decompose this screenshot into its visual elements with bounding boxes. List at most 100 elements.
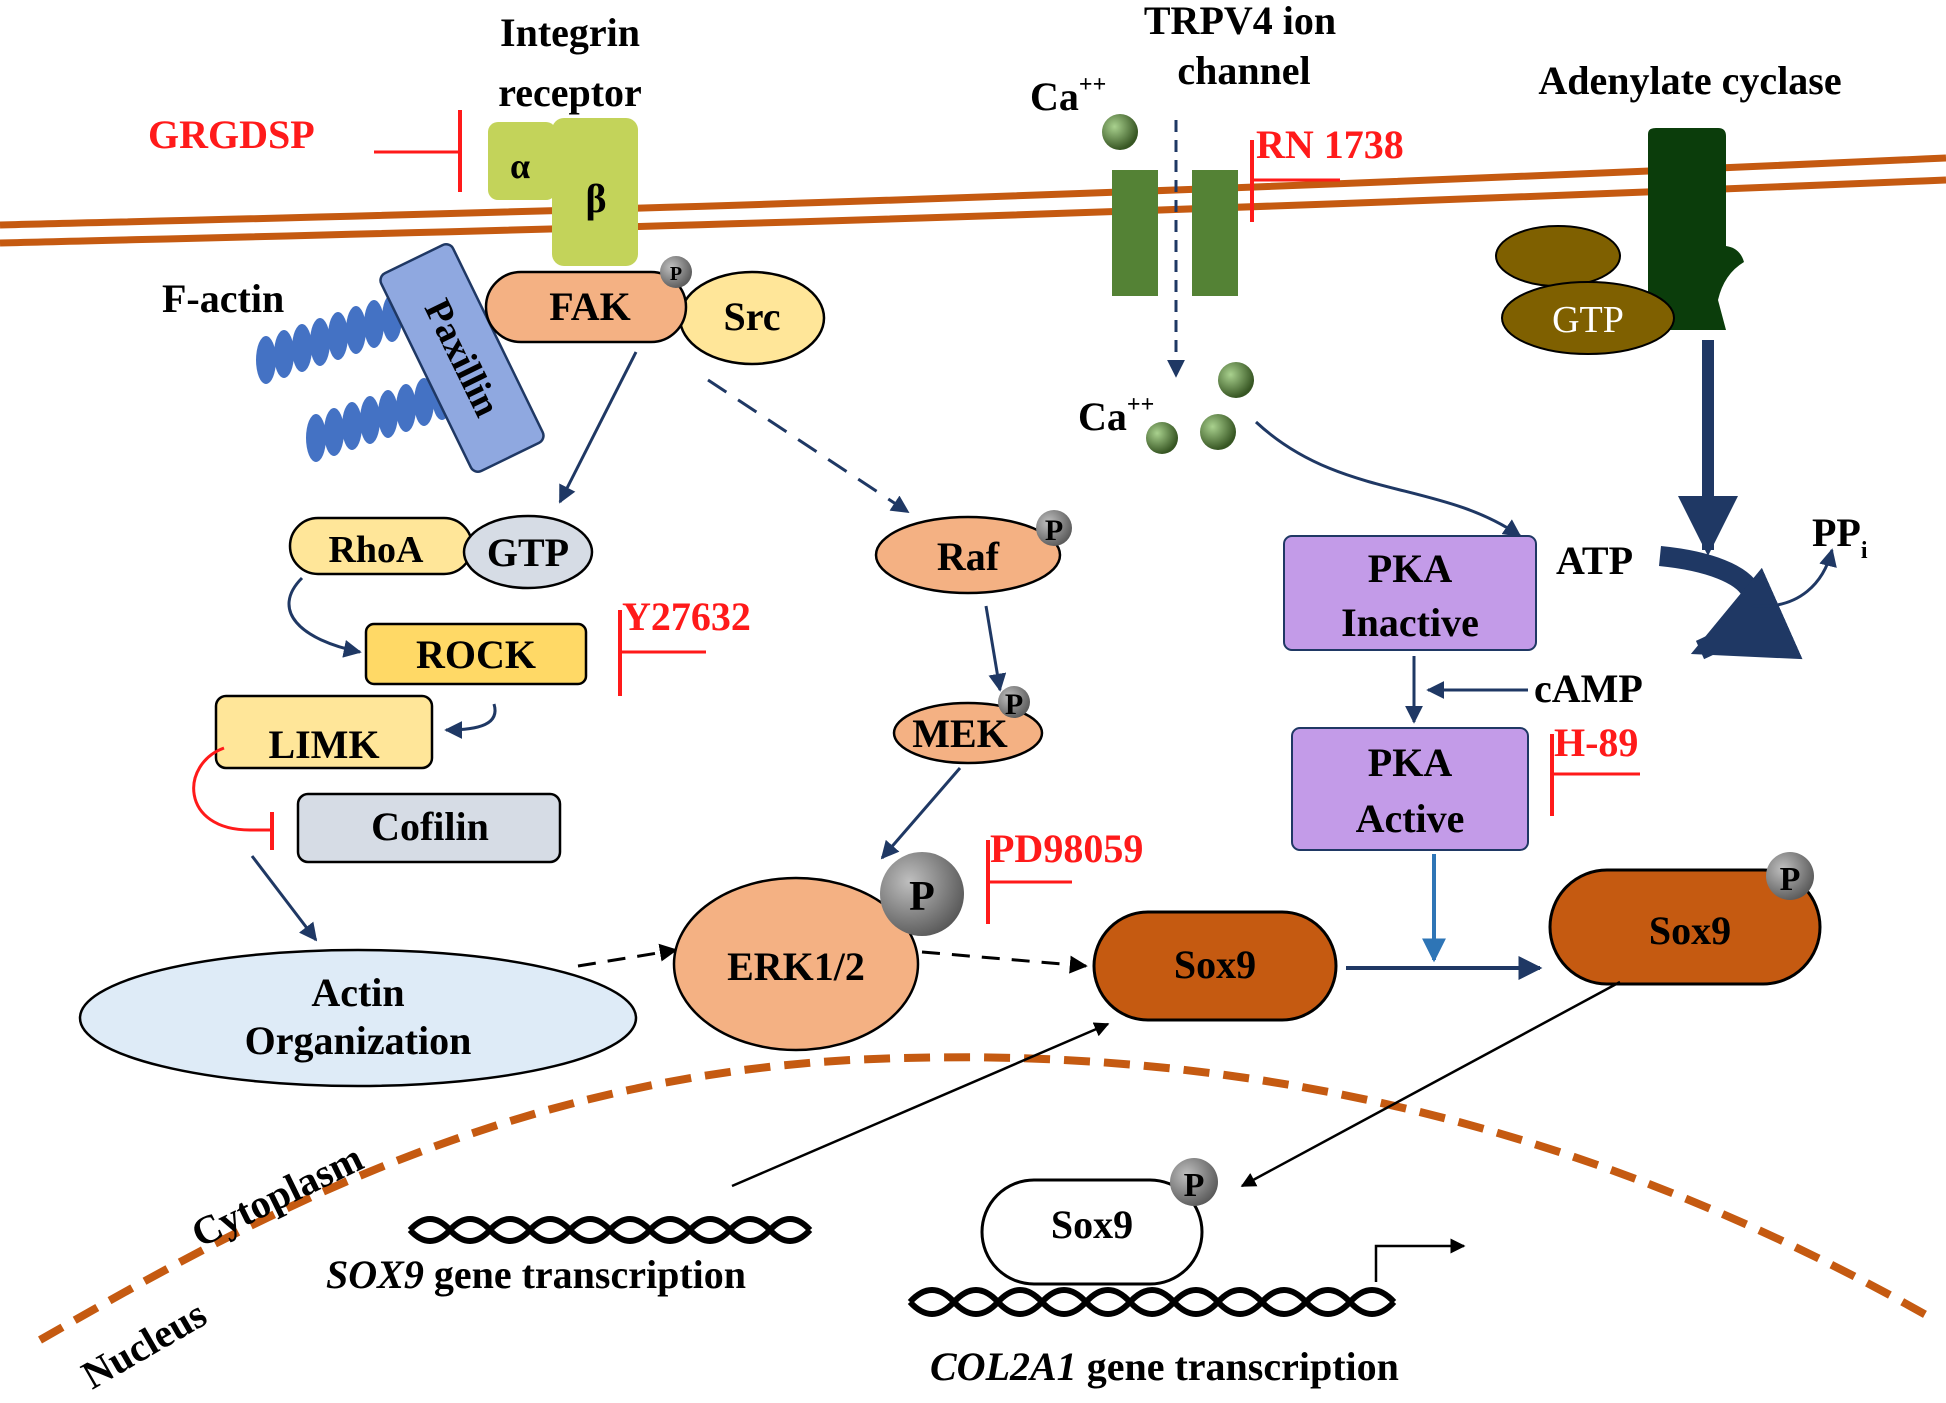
adenylate-cyclase-shape bbox=[1648, 128, 1744, 330]
integrin-label: Integrin bbox=[500, 10, 640, 55]
raf-oval bbox=[874, 515, 1062, 595]
mek-phospho-badge bbox=[998, 686, 1030, 718]
erk-oval bbox=[672, 876, 920, 1052]
arrow-rhoa-to-rock bbox=[287, 576, 362, 658]
actin-org-line2: Organization bbox=[245, 1018, 472, 1063]
trpv4-channel-right bbox=[1192, 170, 1238, 296]
rock-box bbox=[364, 622, 588, 686]
g-protein-top bbox=[1495, 225, 1621, 287]
rn1738-label: RN 1738 bbox=[1256, 122, 1404, 167]
fak-phospho-badge bbox=[660, 256, 692, 288]
adenylate-cyclase-label: Adenylate cyclase bbox=[1538, 58, 1841, 103]
ca-bottom-label: Ca++ bbox=[1078, 392, 1154, 439]
col2a1-gene-transcription: COL2A1 gene transcription bbox=[930, 1344, 1399, 1389]
limk-label: LIMK bbox=[268, 722, 379, 767]
psox9-phospho-label: P bbox=[1780, 861, 1801, 898]
trpv4-label-line1: TRPV4 ion bbox=[1144, 0, 1336, 43]
integrin-alpha-subunit bbox=[488, 122, 556, 200]
atp-to-camp-curve bbox=[1659, 546, 1803, 660]
ca-ion-3 bbox=[1200, 414, 1236, 450]
ca-ion-1 bbox=[1218, 362, 1254, 398]
arrow-mek-to-erk bbox=[880, 767, 962, 860]
pka-active-line1: PKA bbox=[1368, 740, 1453, 785]
transcription-start-arrow bbox=[1374, 1238, 1466, 1282]
ca-ion-top bbox=[1102, 114, 1138, 150]
trpv4-channel-left bbox=[1112, 170, 1158, 296]
f-actin-label: F-actin bbox=[162, 276, 284, 321]
arrow-to-ppi bbox=[1751, 548, 1837, 608]
trpv4-label-line2: channel bbox=[1177, 48, 1310, 93]
mek-oval bbox=[892, 701, 1044, 765]
nuclear-sox9-label: Sox9 bbox=[1051, 1202, 1133, 1247]
mek-label: MEK bbox=[912, 711, 1008, 756]
mek-phospho-label: P bbox=[1005, 688, 1023, 721]
nuclear-membrane bbox=[38, 1053, 1937, 1344]
rn1738-inhibition bbox=[1250, 140, 1340, 222]
ca-top-label: Ca++ bbox=[1030, 72, 1106, 119]
arrow-ca-to-pka bbox=[1254, 420, 1522, 538]
fak-phospho-label: P bbox=[670, 263, 682, 285]
erk-phospho-badge bbox=[880, 852, 964, 936]
psox9-label: Sox9 bbox=[1649, 908, 1731, 953]
psox9-phospho-badge bbox=[1766, 852, 1814, 900]
limk-cofilin-inhibition bbox=[192, 746, 274, 850]
cofilin-label: Cofilin bbox=[371, 804, 489, 849]
beta-label: β bbox=[585, 176, 606, 221]
grgdsp-label: GRGDSP bbox=[148, 112, 315, 157]
integrin-beta-subunit bbox=[552, 118, 638, 266]
rhoa-label: RhoA bbox=[328, 529, 424, 571]
h89-inhibition bbox=[1550, 734, 1640, 816]
ac-gtp-label: GTP bbox=[1552, 299, 1624, 341]
pka-inactive-box bbox=[1283, 535, 1537, 651]
rock-label: ROCK bbox=[416, 632, 536, 677]
alpha-label: α bbox=[510, 146, 530, 186]
camp-label: cAMP bbox=[1534, 666, 1643, 711]
actin-org-line1: Actin bbox=[311, 970, 404, 1015]
sox9-label: Sox9 bbox=[1174, 942, 1256, 987]
pd98059-inhibition bbox=[986, 840, 1072, 924]
arrow-src-to-raf bbox=[707, 378, 910, 514]
erk-phospho-label: P bbox=[909, 874, 935, 920]
rhoa-gtp-label: GTP bbox=[487, 530, 569, 575]
sox9-dna-helix bbox=[407, 1216, 813, 1244]
fak-label: FAK bbox=[549, 284, 630, 329]
arrow-cofilin-to-actin bbox=[250, 855, 318, 942]
receptor-label: receptor bbox=[498, 70, 642, 115]
raf-phospho-label: P bbox=[1045, 514, 1063, 547]
arrow-psox9-to-nucleus bbox=[1240, 980, 1621, 1188]
limk-box bbox=[214, 694, 434, 770]
arrow-raf-to-mek bbox=[984, 605, 1007, 692]
col2a1-dna-helix bbox=[907, 1287, 1397, 1317]
g-protein-gtp bbox=[1501, 281, 1675, 355]
f-actin-filaments bbox=[256, 294, 452, 462]
pd98059-label: PD98059 bbox=[990, 826, 1143, 871]
cell-membrane bbox=[0, 154, 1946, 247]
arrow-sox9-gene-to-sox9 bbox=[731, 1022, 1110, 1188]
pka-active-box bbox=[1291, 727, 1529, 851]
cofilin-box bbox=[296, 792, 562, 864]
ppi-label: PPi bbox=[1812, 510, 1868, 564]
pka-active-line2: Active bbox=[1356, 796, 1465, 841]
psox9-box bbox=[1548, 868, 1822, 986]
nuclear-sox9-phospho-badge bbox=[1170, 1158, 1218, 1206]
h89-label: H-89 bbox=[1554, 720, 1638, 765]
fak-box bbox=[484, 270, 688, 344]
rhoa-gtp-oval bbox=[462, 514, 594, 590]
pka-inactive-line2: Inactive bbox=[1341, 600, 1479, 645]
y27632-label: Y27632 bbox=[622, 594, 751, 639]
atp-label: ATP bbox=[1556, 538, 1633, 583]
arrow-fak-to-rhoa bbox=[558, 351, 638, 504]
arrow-rock-to-limk bbox=[444, 703, 497, 739]
src-label: Src bbox=[723, 294, 780, 339]
actin-organization-oval bbox=[78, 948, 638, 1088]
nuclear-sox9-phospho-label: P bbox=[1184, 1167, 1205, 1204]
erk-label: ERK1/2 bbox=[727, 944, 865, 989]
ca-ion-2 bbox=[1146, 422, 1178, 454]
nuclear-sox9-box bbox=[980, 1178, 1204, 1286]
y27632-inhibition bbox=[618, 610, 706, 696]
raf-label: Raf bbox=[937, 534, 1000, 579]
paxillin-box bbox=[379, 243, 545, 473]
sox9-gene-transcription: SOX9 gene transcription bbox=[326, 1252, 746, 1297]
arrow-actin-to-erk bbox=[577, 943, 678, 968]
